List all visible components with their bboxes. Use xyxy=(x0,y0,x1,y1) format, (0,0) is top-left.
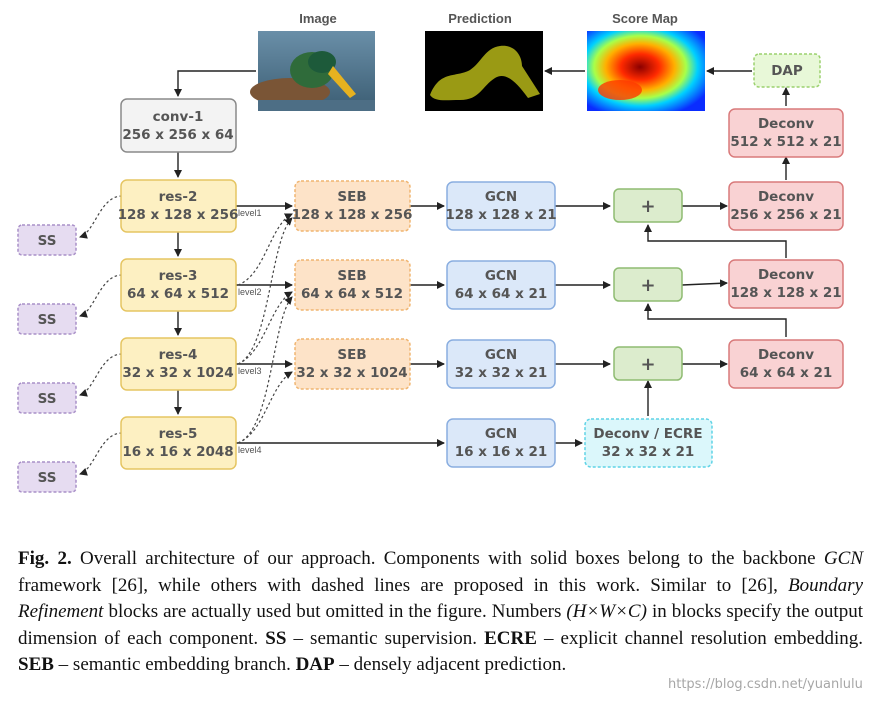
caption-formula: (H×W×C) xyxy=(566,601,647,622)
caption-br: Boundary Refinement xyxy=(18,574,863,623)
svg-text:256 x 256 x 21: 256 x 256 x 21 xyxy=(730,207,841,223)
level-label: level4 xyxy=(238,445,262,455)
svg-text:64 x 64 x 21: 64 x 64 x 21 xyxy=(740,365,833,381)
svg-text:64 x 64 x 21: 64 x 64 x 21 xyxy=(455,286,548,302)
svg-text:Deconv: Deconv xyxy=(758,116,814,132)
svg-text:512 x 512 x 21: 512 x 512 x 21 xyxy=(730,134,841,150)
caption-text: – semantic embedding branch. xyxy=(53,654,296,675)
svg-text:+: + xyxy=(640,196,655,217)
seb-block-2: SEB 64 x 64 x 512 xyxy=(294,259,411,311)
svg-text:SS: SS xyxy=(38,391,57,407)
svg-text:res-2: res-2 xyxy=(159,189,198,205)
svg-text:GCN: GCN xyxy=(485,268,517,284)
svg-text:SS: SS xyxy=(38,470,57,486)
svg-text:DAP: DAP xyxy=(771,63,803,79)
score-map-image xyxy=(587,31,705,111)
svg-text:conv-1: conv-1 xyxy=(153,109,204,125)
caption-text: blocks are actually used but omitted in … xyxy=(103,601,567,622)
watermark: https://blog.csdn.net/yuanlulu xyxy=(668,677,863,692)
caption-text: framework [26], while others with dashed… xyxy=(18,574,789,596)
svg-text:32 x 32 x 21: 32 x 32 x 21 xyxy=(455,365,548,381)
svg-text:64 x 64 x 512: 64 x 64 x 512 xyxy=(127,286,229,302)
caption-text: – explicit channel resolution embedding. xyxy=(536,627,863,649)
caption-text: Overall architecture of our approach. Co… xyxy=(71,548,824,569)
caption-term-dap: DAP xyxy=(295,654,335,675)
figure-caption: Fig. 2. Overall architecture of our appr… xyxy=(18,546,863,679)
svg-text:SS: SS xyxy=(38,312,57,328)
svg-text:SS: SS xyxy=(38,233,57,249)
svg-text:GCN: GCN xyxy=(485,426,517,442)
conv1-block: conv-1 256 x 256 x 64 xyxy=(120,98,237,153)
svg-text:32 x 32 x 1024: 32 x 32 x 1024 xyxy=(296,365,407,381)
deconv-block-128: Deconv 128 x 128 x 21 xyxy=(728,259,844,309)
svg-text:GCN: GCN xyxy=(485,347,517,363)
image-label: Image xyxy=(299,11,337,26)
seb-block-3: SEB 32 x 32 x 1024 xyxy=(294,338,411,390)
caption-term-ecre: ECRE xyxy=(484,627,537,649)
svg-text:Deconv: Deconv xyxy=(758,189,814,205)
gcn-block-2: GCN 64 x 64 x 21 xyxy=(446,260,556,310)
prediction-label: Prediction xyxy=(448,11,512,26)
svg-text:GCN: GCN xyxy=(485,189,517,205)
score-map-label: Score Map xyxy=(612,11,678,26)
res4-block: res-4 32 x 32 x 1024 xyxy=(120,337,237,391)
svg-text:64 x 64 x 512: 64 x 64 x 512 xyxy=(301,286,403,302)
caption-text: – semantic supervision. xyxy=(286,627,485,649)
gcn-block-1: GCN 128 x 128 x 21 xyxy=(445,181,557,231)
sum-node-1: + xyxy=(613,188,683,223)
svg-text:+: + xyxy=(640,275,655,296)
caption-term-ss: SS xyxy=(265,627,287,649)
svg-text:128 x 128 x 256: 128 x 128 x 256 xyxy=(292,207,413,223)
svg-text:32 x 32 x 1024: 32 x 32 x 1024 xyxy=(122,365,233,381)
svg-text:128 x 128 x 21: 128 x 128 x 21 xyxy=(730,285,841,301)
dap-block: DAP xyxy=(753,53,821,88)
svg-text:32 x 32 x 21: 32 x 32 x 21 xyxy=(602,444,695,460)
res5-block: res-5 16 x 16 x 2048 xyxy=(120,416,237,470)
res2-block: res-2 128 x 128 x 256 xyxy=(118,179,239,233)
ss-block: SS xyxy=(17,303,77,335)
svg-text:res-3: res-3 xyxy=(159,268,198,284)
level-label: level3 xyxy=(238,366,262,376)
architecture-diagram: Image Prediction Score Map xyxy=(17,11,844,493)
svg-text:Deconv: Deconv xyxy=(758,347,814,363)
deconv-block-64: Deconv 64 x 64 x 21 xyxy=(728,339,844,389)
caption-label: Fig. 2. xyxy=(18,548,72,569)
svg-text:16 x 16 x 21: 16 x 16 x 21 xyxy=(455,444,548,460)
svg-text:SEB: SEB xyxy=(337,347,366,363)
svg-text:128 x 128 x 256: 128 x 128 x 256 xyxy=(118,207,239,223)
ecre-block: Deconv / ECRE 32 x 32 x 21 xyxy=(584,418,713,468)
gcn-block-4: GCN 16 x 16 x 21 xyxy=(446,418,556,468)
dashed-arrows xyxy=(79,195,293,476)
caption-term-seb: SEB xyxy=(18,654,54,675)
level-label: level1 xyxy=(238,208,262,218)
svg-text:+: + xyxy=(640,354,655,375)
caption-text: in blocks specify the output dimension o… xyxy=(18,601,863,649)
svg-text:16 x 16 x 2048: 16 x 16 x 2048 xyxy=(122,444,233,460)
res3-block: res-3 64 x 64 x 512 xyxy=(120,258,237,312)
svg-text:Deconv: Deconv xyxy=(758,267,814,283)
caption-text: – densely adjacent prediction. xyxy=(334,654,567,675)
ss-block: SS xyxy=(17,224,77,256)
svg-text:128 x 128 x 21: 128 x 128 x 21 xyxy=(445,207,556,223)
input-image-duck xyxy=(250,31,375,111)
deconv-block-256: Deconv 256 x 256 x 21 xyxy=(728,181,844,231)
svg-text:Deconv / ECRE: Deconv / ECRE xyxy=(593,426,702,442)
connection-arrows xyxy=(174,67,790,447)
level-label: level2 xyxy=(238,287,262,297)
svg-text:SEB: SEB xyxy=(337,189,366,205)
ss-block: SS xyxy=(17,382,77,414)
caption-gcn: GCN xyxy=(823,548,863,569)
svg-text:256 x 256 x 64: 256 x 256 x 64 xyxy=(122,127,233,143)
prediction-image xyxy=(425,31,543,111)
sum-node-2: + xyxy=(613,267,683,302)
seb-block-1: SEB 128 x 128 x 256 xyxy=(292,180,413,232)
svg-text:res-5: res-5 xyxy=(159,426,198,442)
svg-text:SEB: SEB xyxy=(337,268,366,284)
ss-block: SS xyxy=(17,461,77,493)
gcn-block-3: GCN 32 x 32 x 21 xyxy=(446,339,556,389)
sum-node-3: + xyxy=(613,346,683,381)
svg-text:res-4: res-4 xyxy=(159,347,198,363)
deconv-block-512: Deconv 512 x 512 x 21 xyxy=(728,108,844,158)
